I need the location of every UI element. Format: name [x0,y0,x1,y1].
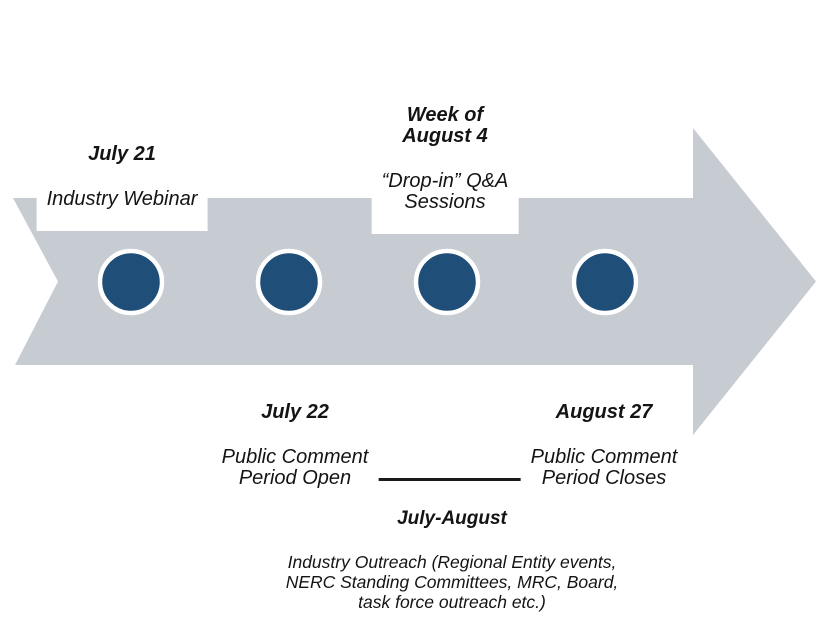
timeline-dot [255,248,323,316]
event-date: July 22 [261,401,329,423]
timeline-dot [413,248,481,316]
event-date: August 27 [555,401,653,423]
bracket-description: Industry Outreach (Regional Entity event… [285,552,619,612]
event-date: Week of August 4 [402,104,488,147]
event-label-july-22: July 22 Public Comment Period Open [211,381,379,510]
event-description: Public Comment Period Open [221,446,369,489]
timeline-dot [97,248,165,316]
event-description: “Drop-in” Q&A Sessions [381,170,509,213]
event-date: July 21 [88,143,156,165]
event-label-week-of-august-4: Week of August 4 “Drop-in” Q&A Sessions [371,84,519,234]
event-label-july-21: July 21 Industry Webinar [36,123,208,231]
event-description: Industry Webinar [46,188,198,210]
event-description: Public Comment Period Closes [530,446,678,489]
bracket-caption: July-August Industry Outreach (Regional … [286,490,619,620]
event-label-august-27: August 27 Public Comment Period Closes [520,381,688,510]
timeline-dot [571,248,639,316]
bracket-title: July-August [397,508,507,529]
